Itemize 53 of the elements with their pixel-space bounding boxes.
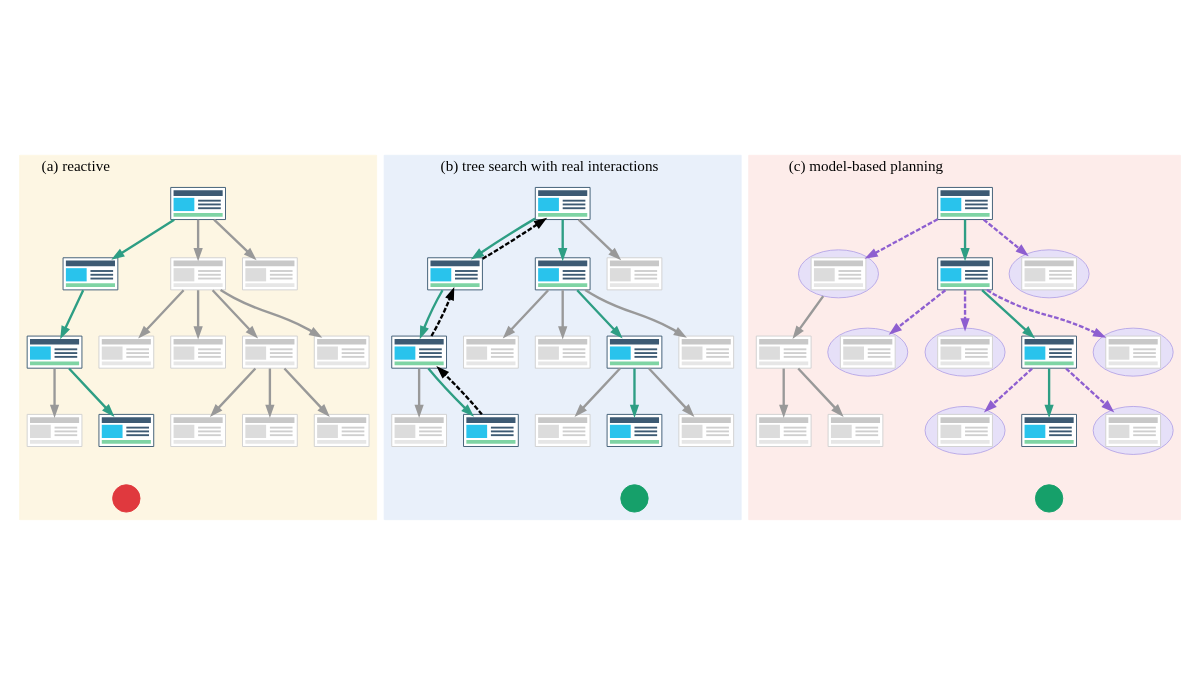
arrow [779,368,789,418]
arrow [213,218,257,261]
node-picture [1092,405,1174,455]
arrow [574,367,621,417]
arrow [797,367,844,417]
node-circle [1034,484,1064,513]
node-picture [924,327,1006,377]
arrow [960,290,970,332]
arrow [629,368,640,418]
arrow [864,218,939,259]
arrow [209,367,257,417]
node-picture [1008,249,1090,299]
arrow [283,367,330,417]
cluster: (a) reactive [19,154,378,521]
arrow [436,366,483,416]
arrow [981,289,1036,339]
arrow [986,289,1107,338]
cluster: (b) tree search with real interactions [383,154,742,521]
arrow [792,295,825,339]
arrow [558,219,568,262]
arrow [576,289,623,339]
arrow [219,289,323,338]
arrow [430,286,455,337]
node-circle [112,484,141,513]
cluster: (c) model-based planning [748,154,1181,521]
arrow [888,289,947,335]
arrow [983,367,1033,413]
arrow [982,218,1029,257]
arrow [211,289,259,339]
node-circle [620,484,649,513]
arrow [427,367,474,417]
arrow [60,289,85,340]
arrow [502,289,550,339]
arrow [419,289,444,340]
arrow [960,219,970,262]
arrow [193,290,203,340]
arrow [584,289,687,338]
node-picture [827,327,909,377]
node-picture [924,405,1006,455]
arrow [482,217,548,260]
arrow [577,218,622,261]
arrow [111,218,175,260]
arrow [68,367,115,417]
arrow [1044,368,1054,418]
arrow [470,217,536,260]
arrow [558,290,568,340]
arrow [1065,367,1115,413]
arrow [138,289,185,339]
arrow [414,368,424,418]
arrow [193,219,203,262]
arrow [49,368,60,418]
arrow [265,368,275,418]
arrow [648,367,695,417]
